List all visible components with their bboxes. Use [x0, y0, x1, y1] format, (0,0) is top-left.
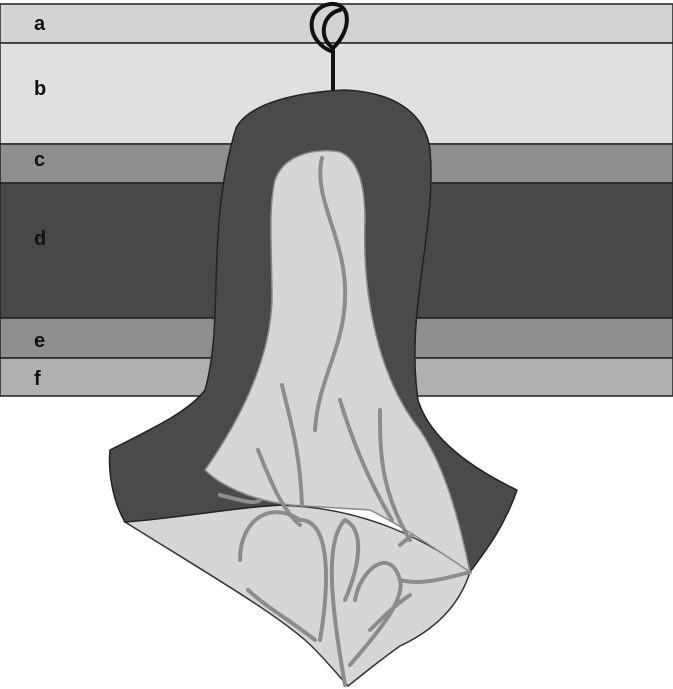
layer-a-label: a: [34, 13, 46, 35]
thread-loop: [309, 1, 349, 94]
vessel-lobe-4: [329, 518, 347, 687]
vessel-lobe-8: [398, 533, 414, 547]
layer-c-label: c: [34, 149, 45, 171]
layer-labels: a b c d e f: [34, 13, 46, 390]
vessel-lobe-2: [298, 518, 328, 642]
vessel-network: [218, 156, 472, 687]
vessel-left-2: [256, 448, 302, 527]
vessel-base-2: [368, 593, 412, 632]
vessel-left-1: [280, 383, 304, 507]
vessel-lobe-1: [238, 510, 302, 562]
vessel-lobe-7: [398, 570, 472, 584]
vessel-lobe-3: [218, 493, 262, 505]
vessel-base-1: [246, 588, 317, 642]
layer-e-label: e: [34, 330, 45, 352]
vessel-main: [313, 156, 348, 432]
vessel-right-2: [378, 408, 412, 542]
layer-b-label: b: [34, 78, 46, 100]
layer-d-label: d: [34, 228, 46, 250]
layer-f-label: f: [34, 368, 41, 390]
vessel-lobe-5: [343, 518, 361, 602]
vessel-right-1: [338, 398, 394, 522]
thread-coil-icon: [309, 1, 349, 54]
